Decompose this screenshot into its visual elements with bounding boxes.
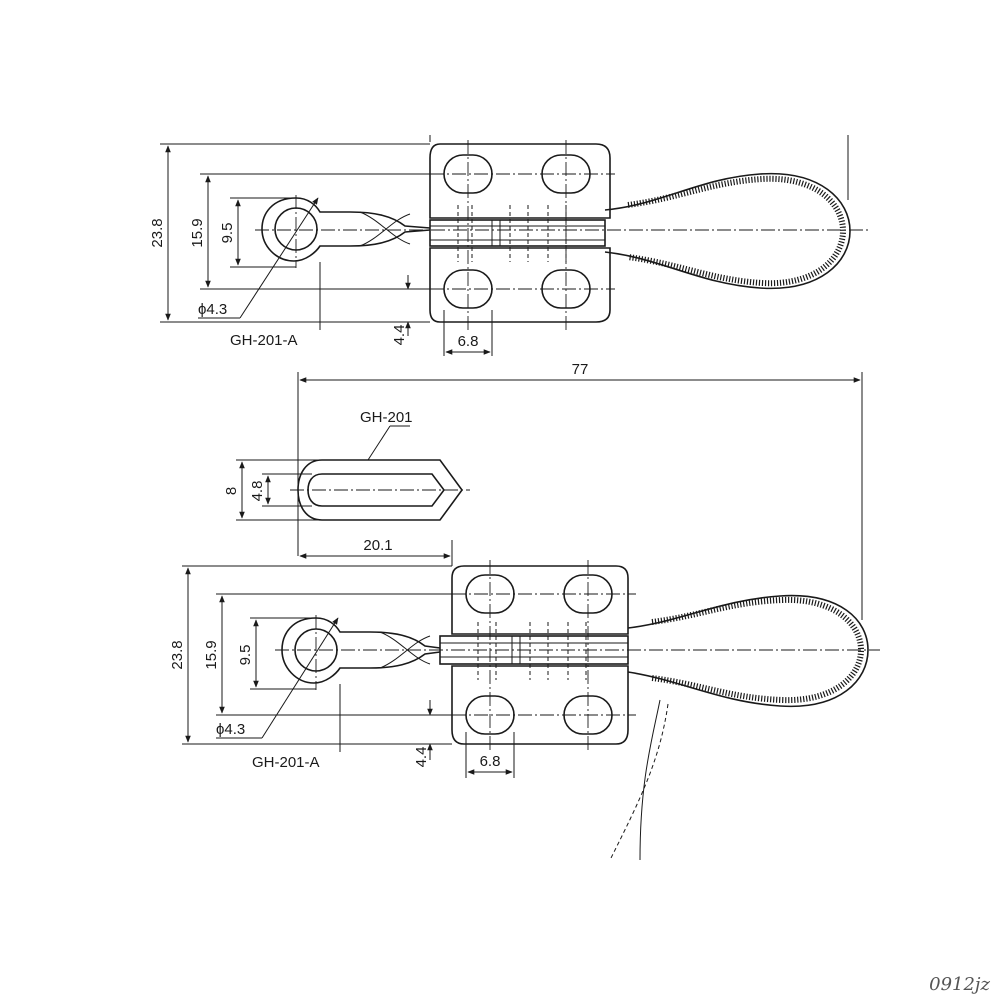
- bottom-plunger-eye: [281, 617, 441, 684]
- top-handle: [604, 172, 851, 290]
- bottom-dim-hole-dia: ϕ4.3: [216, 721, 245, 738]
- top-base-plate-lower: [429, 247, 611, 323]
- top-base-plate: [429, 143, 611, 219]
- bottom-dim-hole-offset: 4.4: [413, 747, 430, 768]
- top-part-label: GH-201-A: [230, 332, 298, 349]
- top-dim-hole-dia: ϕ4.3: [198, 301, 227, 318]
- dim-pin-slot: 4.8: [249, 481, 266, 502]
- pin-label: GH-201: [360, 409, 413, 426]
- dim-total-length: 77: [572, 361, 589, 378]
- top-handle-grip: [627, 175, 847, 287]
- pin-slot: [307, 473, 445, 507]
- handle-phantom-open: [609, 703, 669, 861]
- bottom-dim-eye-height: 9.5: [237, 645, 254, 666]
- top-plunger-eye: [261, 197, 431, 262]
- top-dim-handle-height: 15.9: [189, 218, 206, 247]
- handle-phantom-edge: [639, 699, 661, 861]
- bottom-dim-overall-height: 23.8: [169, 640, 186, 669]
- dim-pin-width: 8: [223, 487, 240, 495]
- top-dim-eye-height: 9.5: [219, 223, 236, 244]
- top-hinge-block: [429, 219, 606, 247]
- top-dim-hole-offset: 4.4: [391, 325, 408, 346]
- top-dim-hole-spacing: 6.8: [458, 333, 479, 350]
- dim-pin-length: 20.1: [363, 537, 392, 554]
- watermark: 0912jz: [929, 974, 990, 995]
- bottom-base-plate-lower: [451, 665, 629, 745]
- bottom-part-label: GH-201-A: [252, 754, 320, 771]
- bottom-base-plate: [451, 565, 629, 635]
- bottom-dim-hole-spacing: 6.8: [480, 753, 501, 770]
- top-clamp-view: 23.8 15.9 9.5 ϕ4.3 GH-201-A 4.4 6.8: [149, 135, 870, 356]
- bottom-clamp-view: 77 GH-201 8 4.8 20.1: [169, 361, 880, 861]
- bottom-dim-handle-height: 15.9: [203, 640, 220, 669]
- top-dim-overall-height: 23.8: [149, 218, 166, 247]
